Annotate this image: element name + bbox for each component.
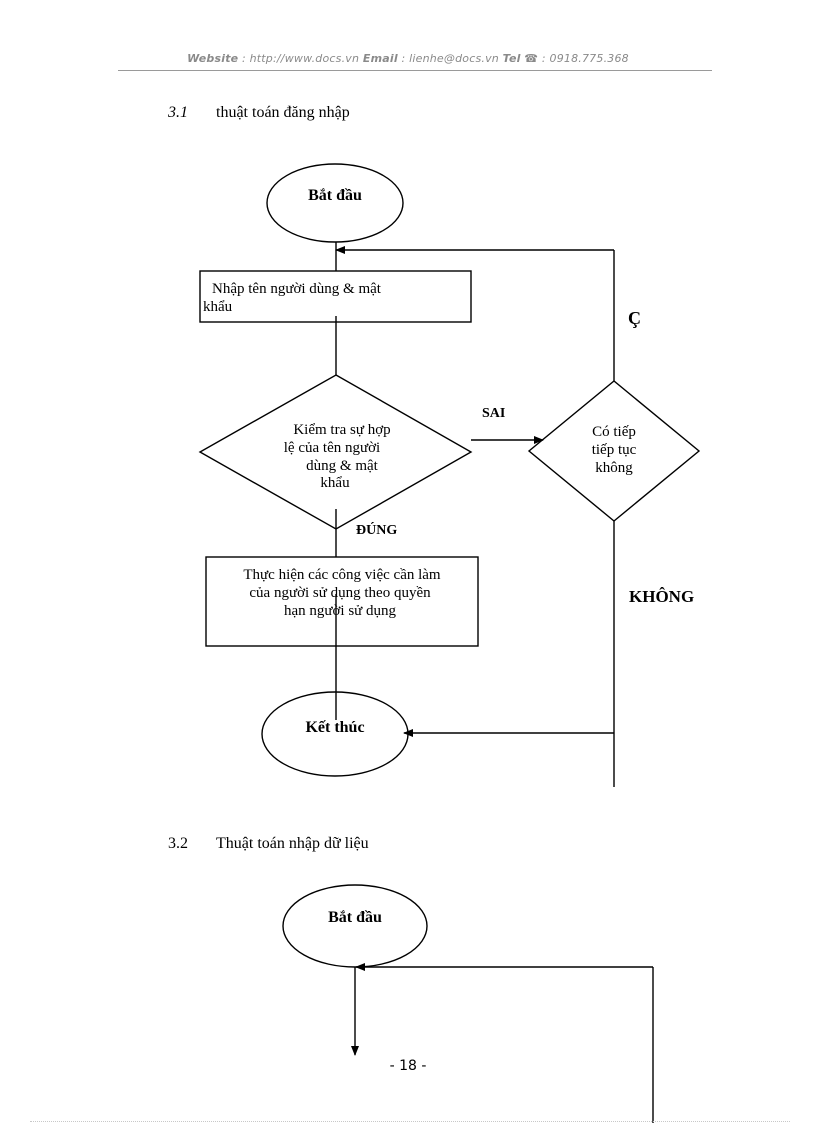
input-label-line2: khẩu [203, 299, 233, 315]
start-label: Bắt đầu [308, 187, 362, 204]
yes-label: Ç [628, 308, 641, 328]
section-heading-3-2: 3.2 Thuật toán nhập dữ liệu [168, 835, 369, 853]
start-ellipse-2 [282, 884, 428, 968]
check-label-line1: Kiểm tra sự hợp [293, 422, 390, 438]
check-label-line3: dùng & mật [306, 458, 378, 474]
section-heading-3-1: 3.1 thuật toán đăng nhập [168, 104, 350, 122]
section-title: Thuật toán nhập dữ liệu [216, 835, 369, 852]
start-label-2: Bắt đầu [328, 909, 382, 926]
start-ellipse [266, 163, 404, 243]
tel-label: Tel [502, 52, 521, 65]
section-number: 3.2 [168, 835, 188, 852]
header-rule [118, 70, 712, 71]
email-value: : lienhe@docs.vn [397, 52, 503, 65]
continue-label-line2: tiếp tục [592, 442, 637, 458]
section-number: 3.1 [168, 104, 188, 121]
process-label-line1: Thực hiện các công việc cần làm [243, 567, 441, 583]
website-value: : http://www.docs.vn [238, 52, 363, 65]
no-label: KHÔNG [629, 587, 694, 606]
flowchart-data-entry [282, 884, 654, 1123]
page-header: Website : http://www.docs.vn Email : lie… [0, 52, 816, 65]
section-title: thuật toán đăng nhập [216, 104, 350, 121]
process-label-line2: của người sử dụng theo quyền [249, 585, 431, 601]
email-label: Email [362, 52, 398, 65]
continue-label-line3: không [595, 460, 633, 476]
process-label-line3: hạn người sử dụng [284, 603, 397, 619]
check-label-line2: lệ của tên người [284, 440, 380, 456]
true-label: ĐÚNG [356, 521, 397, 538]
continue-label-line1: Có tiếp [592, 424, 636, 440]
website-label: Website [187, 52, 239, 65]
tel-value: ☎ : 0918.775.368 [520, 52, 629, 65]
flowchart-login [198, 163, 701, 787]
process-box [205, 556, 479, 647]
flowchart-login-labels: Bắt đầu Nhập tên người dùng & mật khẩu K… [203, 187, 694, 736]
false-label: SAI [482, 406, 505, 421]
input-label-line1: Nhập tên người dùng & mật [212, 281, 382, 297]
check-label-line4: khẩu [320, 475, 350, 491]
footer-rule [30, 1121, 790, 1122]
page-number: - 18 - [389, 1058, 427, 1074]
end-label: Kết thúc [305, 719, 364, 736]
